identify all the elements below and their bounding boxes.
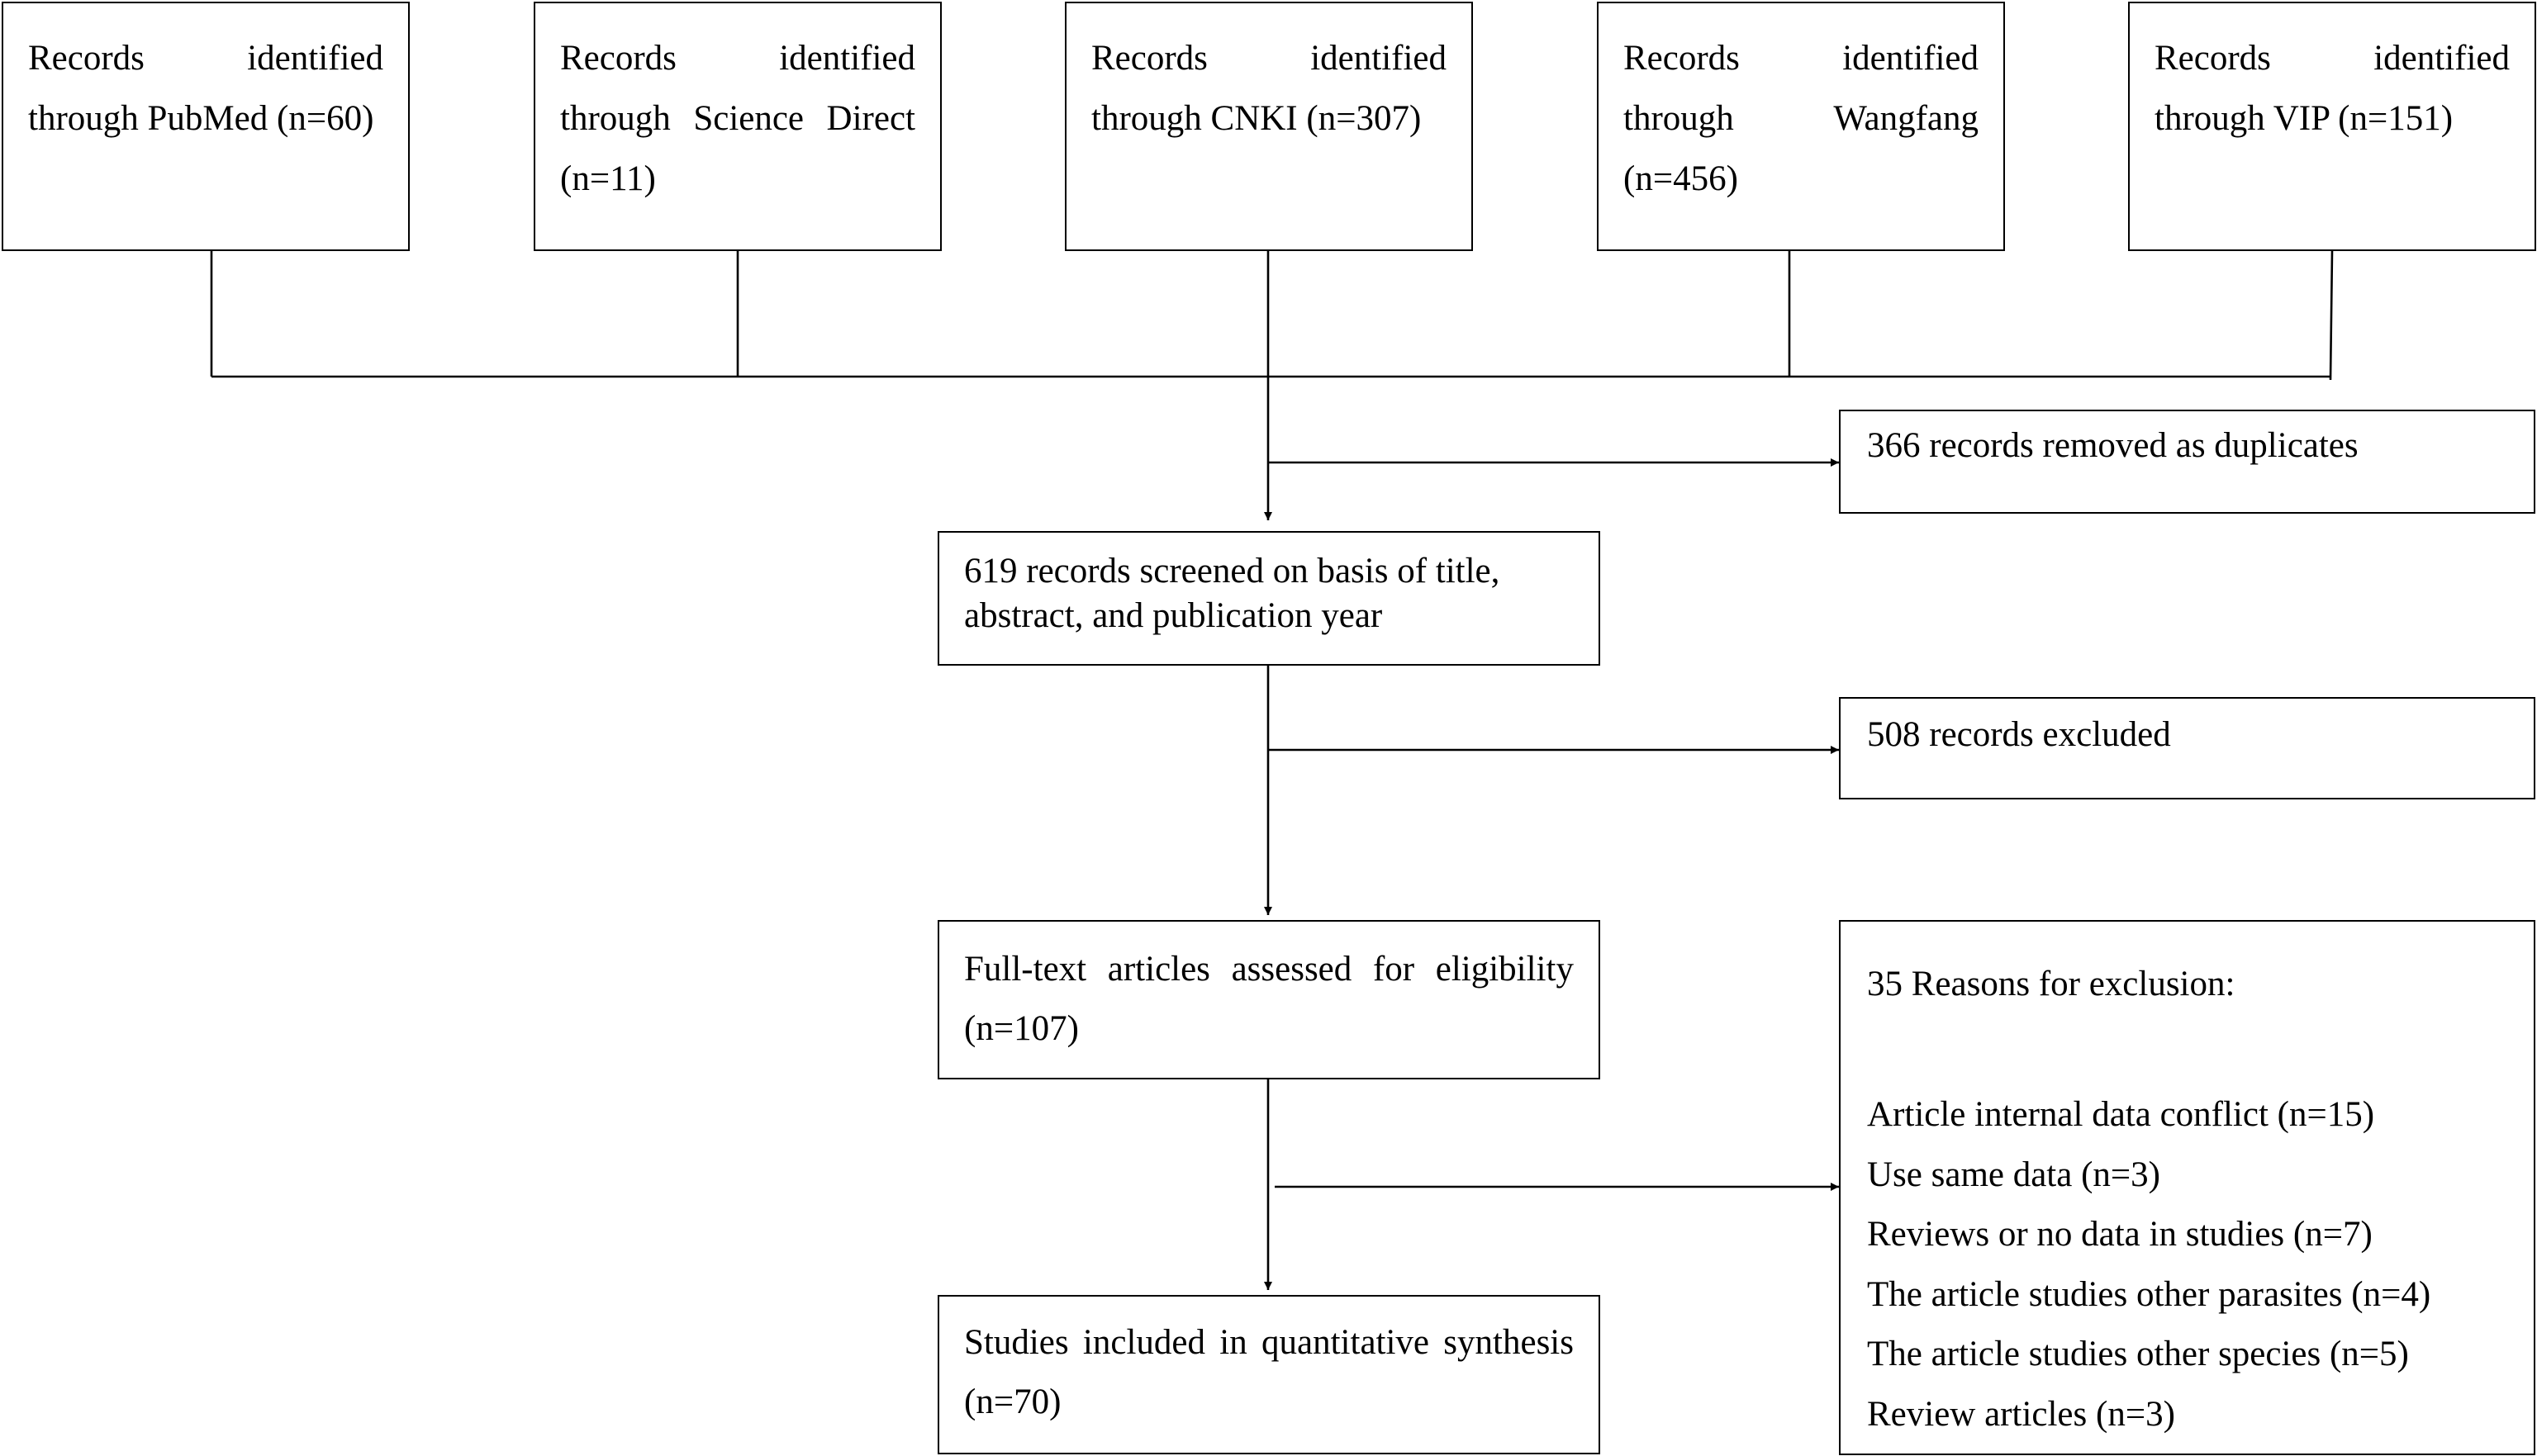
reason-item: Reviews or no data in studies (n=7) — [1867, 1215, 2373, 1254]
source-text: through CNKI (n=307) — [1091, 99, 1422, 138]
screened-text-line1: 619 records screened on basis of title, — [964, 552, 1500, 590]
source-box-cnki: Records identified through CNKI (n=307) — [1065, 2, 1473, 251]
source-text: (n=456) — [1623, 159, 1738, 198]
fulltext-word: assessed — [1231, 950, 1352, 989]
fulltext-word: for — [1372, 950, 1415, 989]
source-text: Wangfang — [1833, 99, 1979, 138]
reason-item: Use same data (n=3) — [1867, 1155, 2160, 1194]
source-text: through PubMed (n=60) — [28, 99, 374, 138]
excluded-box: 508 records excluded — [1839, 697, 2535, 799]
reason-item: Article internal data conflict (n=15) — [1867, 1095, 2375, 1134]
source-text: identified — [2373, 39, 2510, 78]
reason-item: Review articles (n=3) — [1867, 1394, 2175, 1434]
fulltext-word: Full-text — [964, 950, 1087, 989]
reason-item: The article studies other parasites (n=4… — [1867, 1274, 2431, 1314]
source-box-wangfang: Records identified through Wangfang (n=456… — [1597, 2, 2005, 251]
source-text: (n=11) — [560, 159, 656, 198]
fulltext-word: eligibility — [1435, 950, 1574, 989]
reason-item: The article studies other species (n=5) — [1867, 1335, 2409, 1373]
duplicates-text: 366 records removed as duplicates — [1867, 426, 2359, 465]
source-text: identified — [1310, 39, 1447, 78]
source-text: identified — [779, 39, 915, 78]
included-box: Studies included in quantitative synthes… — [938, 1295, 1600, 1454]
source-text: Science — [693, 99, 805, 138]
source-text: Records — [1091, 39, 1208, 78]
source-text: identified — [1842, 39, 1979, 78]
fulltext-count: (n=107) — [964, 1009, 1079, 1048]
source-text: through — [1623, 99, 1734, 138]
excluded-text: 508 records excluded — [1867, 715, 2171, 754]
fulltext-word: articles — [1107, 950, 1210, 989]
included-count: (n=70) — [964, 1382, 1062, 1421]
source-text: identified — [247, 39, 383, 78]
source-text: through — [560, 99, 671, 138]
screened-box: 619 records screened on basis of title, … — [938, 531, 1600, 666]
source-text: Records — [560, 39, 677, 78]
reasons-title: 35 Reasons for exclusion: — [1867, 965, 2235, 1003]
included-word: synthesis — [1443, 1323, 1574, 1362]
screened-text-line2: abstract, and publication year — [964, 596, 1383, 635]
source-text: through VIP (n=151) — [2155, 99, 2454, 138]
source-box-vip: Records identified through VIP (n=151) — [2128, 2, 2536, 251]
exclusion-reasons-box: 35 Reasons for exclusion: Article intern… — [1839, 920, 2535, 1455]
included-word: Studies — [964, 1323, 1069, 1362]
source-box-pubmed: Records identified through PubMed (n=60) — [2, 2, 410, 251]
fulltext-box: Full-text articles assessed for eligibil… — [938, 920, 1600, 1079]
source-text: Records — [2155, 39, 2271, 78]
source-text: Records — [1623, 39, 1740, 78]
included-word: included — [1082, 1323, 1205, 1362]
source-text: Direct — [826, 99, 915, 138]
source-text: Records — [28, 39, 145, 78]
source-box-science-direct: Records identified through Science Direct (… — [534, 2, 942, 251]
included-word: in — [1219, 1323, 1247, 1362]
included-word: quantitative — [1261, 1323, 1430, 1362]
duplicates-box: 366 records removed as duplicates — [1839, 410, 2535, 514]
